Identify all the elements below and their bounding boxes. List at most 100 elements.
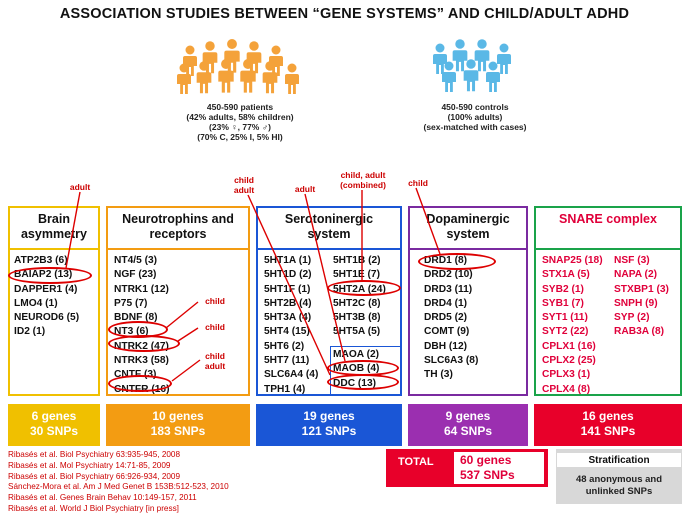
neuro-gene-item: NGF (23) [114,269,157,281]
dopa-gene-item: TH (3) [424,369,453,381]
sero-header-line-1: Serotoninergic [284,212,374,226]
snare-gene-item: RAB3A (8) [614,326,664,338]
sero-gene-item: 5HT1D (2) [264,269,312,281]
person-icon [205,41,215,51]
controls-line-1: 450-590 controls [441,102,509,112]
highlight-drd1 [418,253,496,270]
annotation-adult-label: adult [233,185,255,195]
neuro-summary-genes: 10 genes [152,409,204,423]
stratification-line-1: 48 anonymous and [575,474,663,485]
total-values: 60 genes 537 SNPs [460,453,515,483]
stratification-line-2: unlinked SNPs [585,486,653,497]
snare-gene-item: SNAP25 (18) [542,255,603,266]
neuro-header-line-2: receptors [149,227,207,241]
brain-gene-item: ID2 (1) [14,326,46,338]
sero-summary-snps: 121 SNPs [301,424,357,438]
neuro-gene-item: NTRK3 (58) [114,355,169,367]
sero-gene-item: 5HT1A (1) [264,255,312,266]
connector-adult-baiap2 [65,191,81,269]
patients-group-icon [177,39,299,94]
person-icon [179,63,189,73]
brain-gene-item: LMO4 (1) [14,297,58,309]
neuro-summary: 10 genes 183 SNPs [106,404,250,446]
sero-gene-item: 5HT3B (8) [333,312,381,324]
annotation-child-adult-cntfr: child adult [198,351,232,371]
dopa-header-line-1: Dopaminergic [426,212,510,226]
dopa-gene-item: DRD3 (11) [424,283,473,295]
person-icon [455,39,465,49]
patients-line-1: 450-590 patients [206,102,274,112]
annotation-combined-line-1: child, adult [340,170,386,180]
snare-gene-item: NSF (3) [614,255,650,266]
annotation-child-adult-sero: child adult [224,175,264,195]
person-icon [466,59,476,69]
patients-info: 450-590 patients (42% adults, 58% childr… [150,102,330,142]
total-snps: 537 SNPs [460,468,515,482]
sero-summary: 19 genes 121 SNPs [256,404,402,446]
sero-gene-item: 5HT4 (15) [264,326,310,338]
dopa-summary-genes: 9 genes [445,409,491,423]
sero-gene-item: 5HT5A (5) [333,326,381,338]
dopa-header-line-2: system [446,227,490,241]
patients-line-4: (70% C, 25% I, 5% HI) [197,132,283,142]
neuro-gene-item: NTRK1 (12) [114,283,169,295]
stratification-text: 48 anonymous and unlinked SNPs [556,474,682,498]
person-icon-body [442,72,456,92]
person-icon [199,61,209,71]
dopa-gene-item: DRD5 (2) [424,312,468,324]
person-icon [488,61,498,71]
annotation-adult-brain: adult [69,182,91,192]
person-icon-body [486,72,500,92]
dopaminergic-header: Dopaminergic system [408,212,528,242]
person-icon [265,61,275,71]
highlight-ddc [327,374,399,390]
neuro-gene-item: NT4/5 (3) [114,255,158,266]
dopa-gene-item: DRD2 (10) [424,269,473,281]
snare-gene-item: STXBP1 (3) [614,283,669,295]
annotation-adult-sero: adult [294,184,316,194]
snare-gene-item: CPLX2 (25) [542,355,596,367]
serotoninergic-box [256,206,402,396]
annotation-child-ntrk2: child [205,322,225,332]
sero-gene-item: SLC6A4 (4) [264,369,319,381]
sero-gene-item: 5HT6 (2) [264,340,305,352]
sero-gene-item: 5HT1B (2) [333,255,381,266]
snare-box [534,206,682,396]
reference-item: Ribasés et al. Biol Psychiatry 63:935-94… [8,450,181,459]
person-icon [477,39,487,49]
highlight-ntrk2 [108,335,180,352]
neuro-gene-item: P75 (7) [114,297,148,309]
sero-gene-item: 5HT2C (8) [333,297,381,309]
annotation-combined-sero: child, adult (combined) [328,170,398,190]
sero-gene-item: 5HT2B (4) [264,297,312,309]
reference-item: Ribasés et al. Mol Psychiatry 14:71-85, … [8,460,171,470]
snare-gene-item: CPLX1 (16) [542,340,596,352]
controls-line-3: (sex-matched with cases) [423,122,527,132]
person-icon [271,45,281,55]
neuro-gene-item: BDNF (8) [114,312,158,324]
brain-summary-snps: 30 SNPs [29,424,79,438]
reference-item: Ribasés et al. Biol Psychiatry 66:926-93… [8,471,181,481]
person-icon [499,43,509,53]
dopaminergic-box [408,206,528,396]
controls-line-2: (100% adults) [447,112,503,122]
dopa-gene-item: DBH (12) [424,340,468,352]
dopa-gene-item: DRD4 (1) [424,297,468,309]
connector-child-adult-cntfr [171,359,201,382]
snare-gene-item: SYB2 (1) [542,283,584,295]
snare-gene-item: SYT2 (22) [542,326,589,338]
person-icon [435,43,445,53]
reference-item: Ribasés et al. Genes Brain Behav 10:149-… [8,493,197,503]
brain-gene-item: NEUROD6 (5) [14,312,80,324]
connector-child-nt3 [165,301,199,329]
dopa-gene-item: SLC6A3 (8) [424,355,479,367]
highlight-cntfr [108,375,172,392]
controls-group-icon [433,39,511,92]
serotoninergic-header: Serotoninergic system [256,212,402,242]
sero-gene-item: 5HT3A (4) [264,312,312,324]
brain-gene-item: ATP2B3 (6) [14,255,68,266]
snare-gene-item: SYP (2) [614,312,650,324]
person-icon [444,61,454,71]
snare-summary-snps: 141 SNPs [580,424,636,438]
person-icon [227,39,237,49]
